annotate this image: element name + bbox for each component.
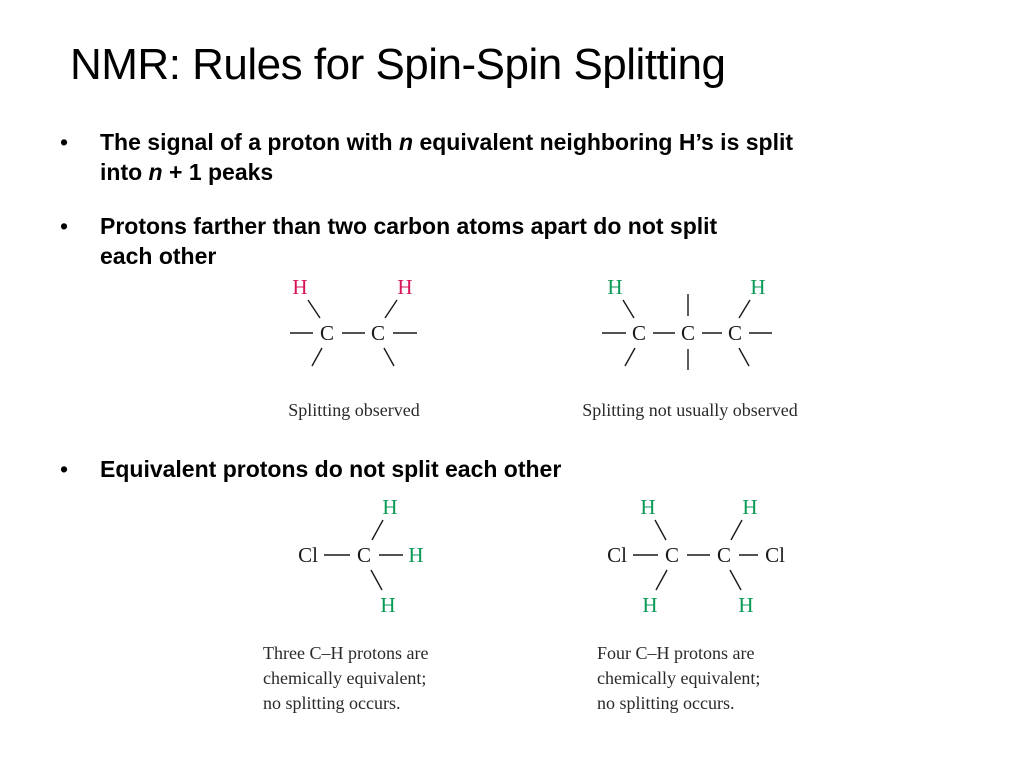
atom-h-green: H (642, 593, 657, 617)
bond (371, 519, 384, 541)
bond (370, 569, 383, 591)
bond (624, 347, 636, 367)
bullet-marker: • (60, 129, 69, 155)
caption-four-line-2: chemically equivalent; (597, 668, 760, 688)
bond (622, 299, 635, 319)
atom-cl: Cl (298, 543, 318, 567)
structure-dichloroethane: H H Cl C C Cl H H Four C–H protons are c… (597, 495, 785, 713)
bond (384, 299, 398, 319)
caption-four-line-1: Four C–H protons are (597, 643, 754, 663)
atom-h-green: H (607, 275, 622, 299)
bond (307, 299, 321, 319)
bond (738, 299, 751, 319)
bullet-marker: • (60, 213, 69, 239)
atom-c: C (320, 321, 334, 345)
atom-h-magenta: H (292, 275, 307, 299)
bond (311, 347, 323, 367)
caption-four-line-3: no splitting occurs. (597, 693, 735, 713)
atom-c: C (728, 321, 742, 345)
bond (383, 347, 395, 367)
caption-three-line-1: Three C–H protons are (263, 643, 428, 663)
slide-title: NMR: Rules for Spin-Spin Splitting (70, 40, 726, 89)
bullet-line: Equivalent protons do not split each oth… (100, 456, 562, 482)
caption-splitting-not-observed: Splitting not usually observed (582, 400, 798, 420)
bullet-marker: • (60, 456, 69, 482)
atom-c: C (632, 321, 646, 345)
bullet-text-segment: The signal of a proton with (100, 129, 399, 155)
atom-h-green: H (750, 275, 765, 299)
atom-cl: Cl (607, 543, 627, 567)
bullet-line: each other (100, 243, 217, 269)
bullet-text: Equivalent protons do not split each oth… (100, 454, 561, 484)
atom-h-green: H (738, 593, 753, 617)
bullet-text-segment: into (100, 159, 149, 185)
variable-n: n (399, 129, 414, 155)
atom-h-green: H (380, 593, 395, 617)
bond (729, 569, 742, 591)
structure-splitting-not-observed: H H C C C Splitting not usually observed (582, 275, 798, 420)
bond (654, 519, 667, 541)
variable-n: n (148, 159, 163, 185)
bullet-text-segment: + 1 peaks (162, 159, 274, 185)
atom-c: C (681, 321, 695, 345)
atom-c: C (357, 543, 371, 567)
atom-c: C (665, 543, 679, 567)
bond (730, 519, 743, 541)
structure-splitting-observed: H H C C Splitting observed (288, 275, 420, 420)
bullet-line: into n + 1 peaks (100, 157, 793, 187)
atom-c: C (371, 321, 385, 345)
atom-h-green: H (742, 495, 757, 519)
bullet-text: The signal of a proton with n equivalent… (100, 127, 793, 187)
atom-h-magenta: H (397, 275, 412, 299)
bond (655, 569, 668, 591)
bullet-text: Protons farther than two carbon atoms ap… (100, 211, 717, 271)
atom-h-green: H (382, 495, 397, 519)
atom-h-green: H (640, 495, 655, 519)
atom-c: C (717, 543, 731, 567)
bond (738, 347, 750, 367)
structure-chloromethane: H Cl C H H Three C–H protons are chemica… (263, 495, 428, 713)
bullet-text-segment: equivalent neighboring H’s is split (413, 129, 794, 155)
bullet-line: The signal of a proton with n equivalent… (100, 127, 793, 157)
caption-three-line-3: no splitting occurs. (263, 693, 401, 713)
caption-splitting-observed: Splitting observed (288, 400, 420, 420)
bullet-line: Protons farther than two carbon atoms ap… (100, 213, 718, 239)
caption-three-line-2: chemically equivalent; (263, 668, 426, 688)
atom-h-green: H (408, 543, 423, 567)
atom-cl: Cl (765, 543, 785, 567)
